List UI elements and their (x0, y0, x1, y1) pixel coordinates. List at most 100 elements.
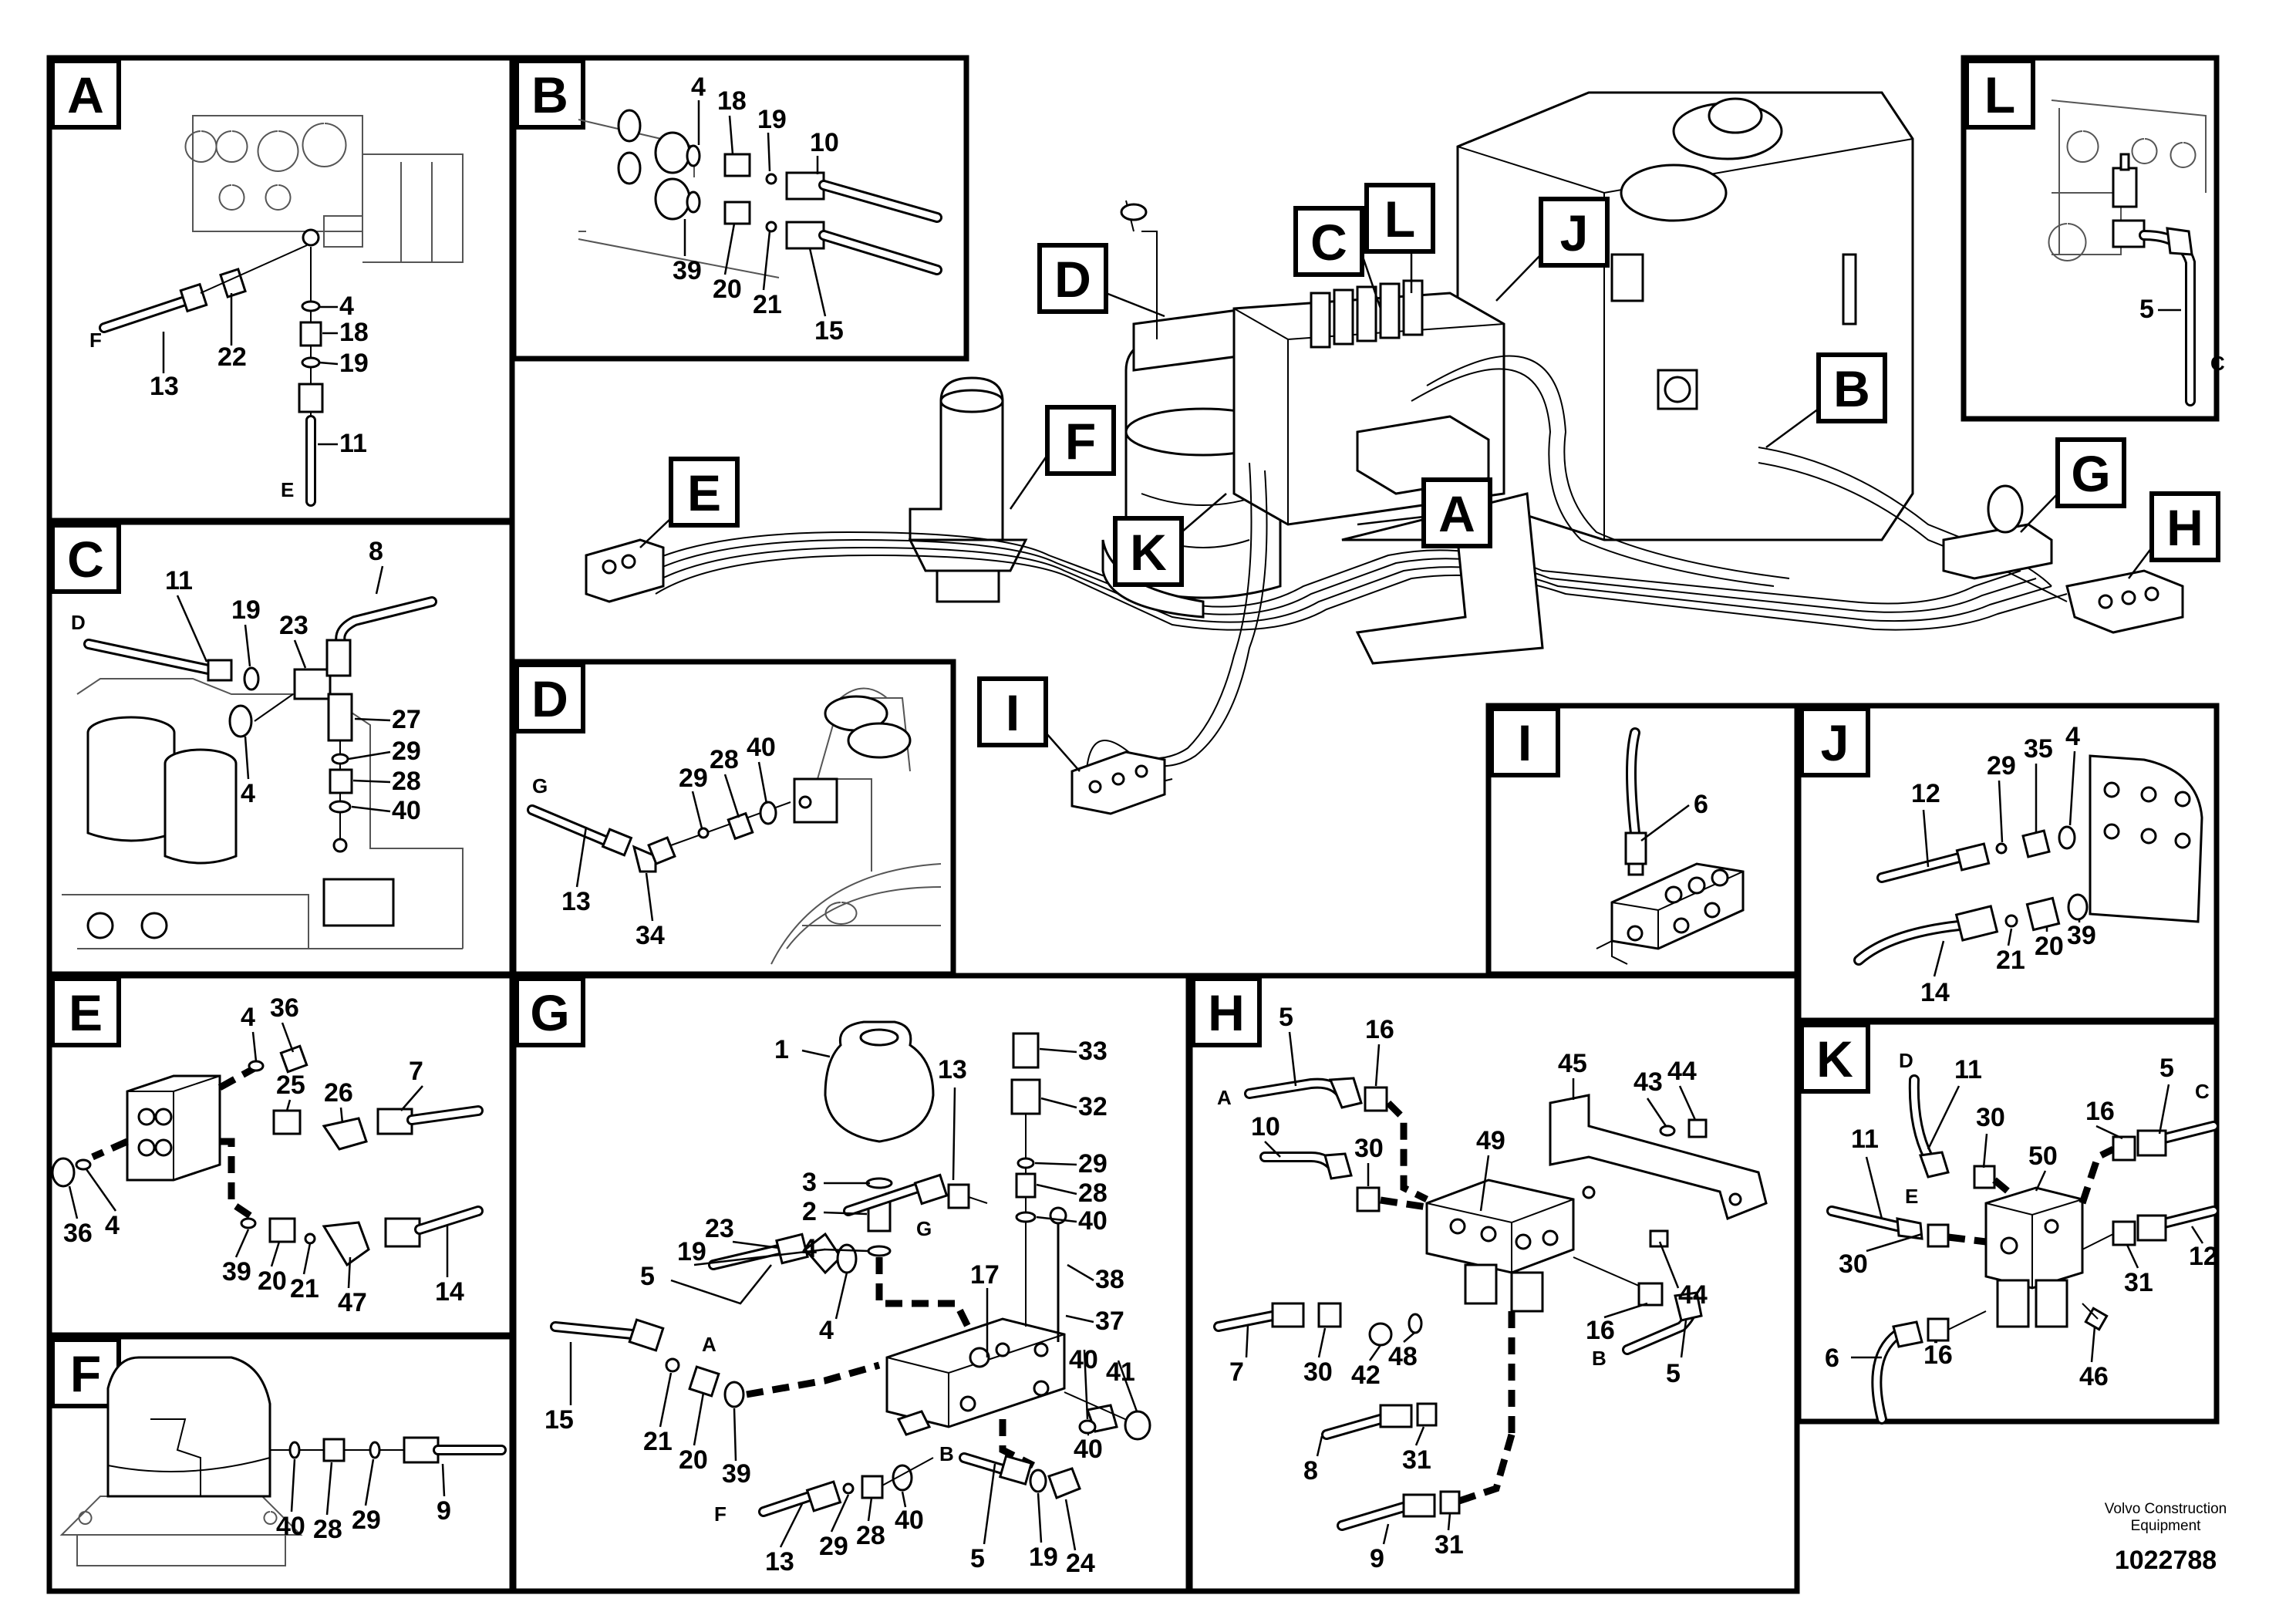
svg-text:A: A (1438, 485, 1475, 542)
svg-text:40: 40 (392, 796, 421, 825)
svg-text:28: 28 (313, 1515, 342, 1544)
svg-text:H: H (2166, 499, 2203, 556)
overview-tag-d: D (1037, 243, 1165, 318)
svg-text:A: A (67, 66, 104, 123)
svg-text:12: 12 (2189, 1242, 2218, 1271)
svg-text:36: 36 (63, 1219, 93, 1248)
svg-text:5: 5 (640, 1262, 655, 1291)
overview-tag-j: J (1495, 197, 1610, 302)
panel-e-callouts: 4 36 25 26 7 36 4 39 20 21 47 14 (63, 993, 464, 1317)
svg-text:29: 29 (392, 737, 421, 766)
svg-text:10: 10 (1251, 1112, 1280, 1141)
svg-text:L: L (1384, 191, 1415, 248)
svg-text:29: 29 (819, 1532, 848, 1561)
overview-tag-h: H (2128, 491, 2220, 579)
svg-text:8: 8 (1303, 1456, 1318, 1485)
svg-text:C: C (1310, 214, 1347, 271)
svg-text:E: E (69, 984, 103, 1041)
panel-d-tag: D (514, 663, 585, 733)
panel-l-tag: L (1964, 59, 2035, 130)
svg-text:34: 34 (636, 921, 665, 950)
svg-text:21: 21 (1996, 946, 2025, 975)
svg-text:19: 19 (677, 1237, 706, 1266)
svg-text:4: 4 (691, 73, 706, 102)
drawing-number: 1022788 (2115, 1546, 2217, 1575)
svg-text:28: 28 (1078, 1179, 1108, 1208)
svg-text:47: 47 (338, 1288, 367, 1317)
svg-text:39: 39 (2067, 921, 2096, 950)
svg-text:K: K (1816, 1030, 1853, 1088)
svg-text:E: E (1905, 1185, 1918, 1208)
svg-text:39: 39 (222, 1257, 251, 1286)
svg-text:39: 39 (722, 1459, 751, 1489)
svg-text:40: 40 (1074, 1435, 1103, 1464)
overview-tag-f: F (1009, 405, 1116, 510)
panel-j-callouts: 12 29 35 4 14 21 20 39 (1911, 722, 2096, 1007)
svg-text:50: 50 (2028, 1141, 2058, 1171)
panel-g-drawing (550, 1020, 1151, 1517)
svg-text:D: D (1054, 251, 1091, 308)
svg-text:20: 20 (258, 1266, 287, 1296)
svg-text:28: 28 (710, 745, 739, 774)
svg-text:30: 30 (1303, 1357, 1333, 1387)
svg-text:21: 21 (753, 290, 782, 319)
svg-text:4: 4 (802, 1234, 817, 1263)
svg-text:G: G (532, 774, 548, 798)
svg-text:30: 30 (1839, 1249, 1868, 1279)
panel-g-callouts: 1 13 33 3 32 2 G 29 4 28 40 23 38 19 17 … (544, 1035, 1138, 1578)
svg-text:22: 22 (217, 342, 247, 372)
svg-text:J: J (1821, 714, 1849, 771)
svg-text:33: 33 (1078, 1037, 1108, 1066)
svg-text:40: 40 (1078, 1206, 1108, 1236)
overview-tag-l: L (1364, 183, 1435, 293)
svg-text:32: 32 (1078, 1092, 1108, 1121)
svg-text:39: 39 (673, 256, 702, 285)
svg-text:42: 42 (1351, 1361, 1381, 1390)
svg-text:40: 40 (895, 1506, 924, 1535)
panel-k-drawing (1826, 1074, 2219, 1425)
svg-text:C: C (2195, 1080, 2210, 1103)
svg-text:24: 24 (1066, 1549, 1095, 1578)
svg-text:B: B (1833, 360, 1870, 417)
svg-text:12: 12 (1911, 779, 1940, 808)
svg-text:B: B (939, 1442, 954, 1465)
panel-d-callouts: G 29 28 40 13 34 (532, 733, 776, 950)
panel-f-callouts: 40 28 29 9 (276, 1458, 451, 1544)
svg-text:E: E (281, 478, 294, 501)
svg-text:36: 36 (270, 993, 299, 1023)
panel-c-drawing (62, 596, 464, 949)
panel-b-callouts: 4 18 19 10 39 20 21 15 (673, 73, 844, 346)
svg-text:40: 40 (276, 1512, 305, 1541)
panel-i-drawing (1596, 727, 1745, 965)
svg-text:48: 48 (1388, 1342, 1418, 1371)
overview-tag-k: K (1113, 493, 1227, 587)
svg-text:9: 9 (1370, 1544, 1384, 1573)
svg-text:43: 43 (1633, 1067, 1663, 1097)
overview-tag-b: B (1765, 352, 1887, 449)
svg-text:13: 13 (938, 1055, 967, 1084)
panel-l-drawing (2048, 99, 2207, 406)
overview-tag-c: C (1293, 206, 1382, 309)
svg-text:30: 30 (1354, 1134, 1384, 1163)
footer-brand: Volvo Construction Equipment (2105, 1501, 2227, 1534)
svg-text:6: 6 (1825, 1344, 1839, 1373)
svg-text:5: 5 (2159, 1054, 2174, 1083)
svg-text:10: 10 (810, 128, 839, 157)
svg-text:I: I (1518, 714, 1532, 771)
svg-text:19: 19 (1029, 1543, 1058, 1572)
svg-text:6: 6 (1694, 790, 1708, 819)
svg-text:20: 20 (713, 275, 742, 304)
svg-text:11: 11 (1851, 1125, 1879, 1154)
svg-text:B: B (531, 66, 568, 123)
panel-k-callouts: D 11 5 C 11 30 16 50 E 30 31 12 6 16 46 (1825, 1049, 2218, 1391)
svg-text:29: 29 (1078, 1149, 1108, 1179)
svg-text:11: 11 (1954, 1055, 1982, 1084)
svg-text:I: I (1006, 684, 1020, 741)
svg-text:4: 4 (2065, 722, 2080, 751)
svg-text:17: 17 (970, 1260, 1000, 1290)
svg-text:Volvo Construction: Volvo Construction (2105, 1501, 2227, 1517)
svg-text:40: 40 (747, 733, 776, 762)
svg-text:20: 20 (2035, 932, 2064, 961)
svg-text:14: 14 (435, 1277, 464, 1307)
